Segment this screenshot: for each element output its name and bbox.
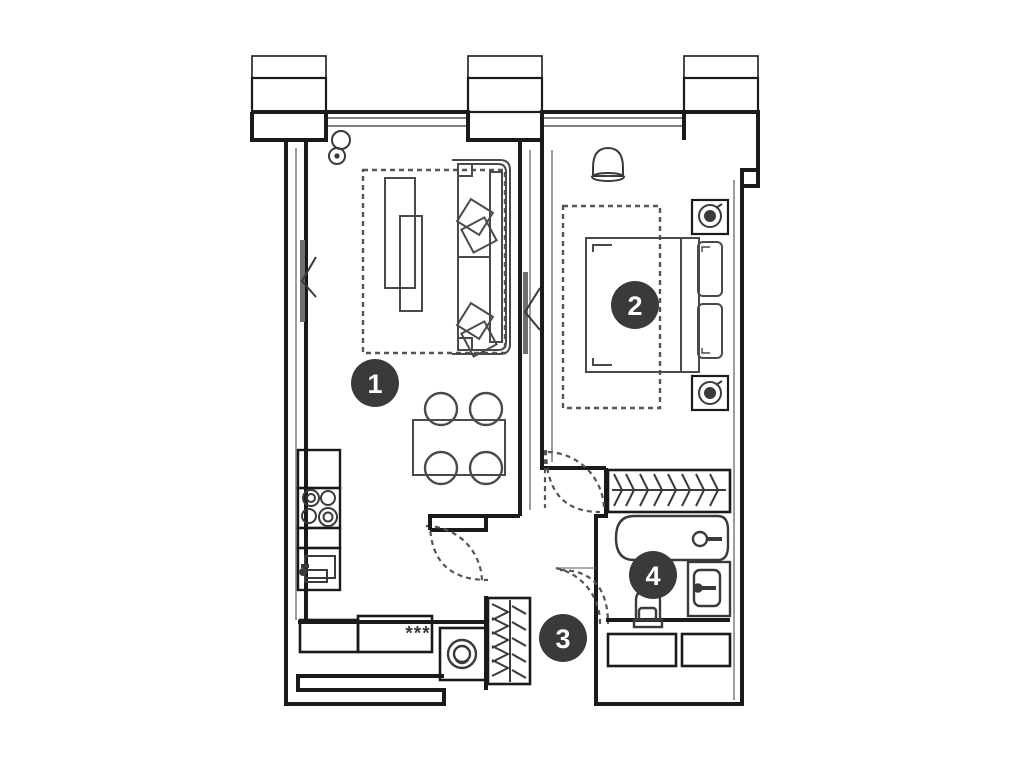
bedroom-zone-dashed-outline (561, 204, 662, 410)
dining-table (412, 419, 506, 476)
door-arc-living (428, 521, 489, 582)
bathroom-storage (606, 632, 732, 668)
dining-chair-1 (423, 391, 459, 427)
outer-walls (250, 110, 760, 706)
kitchen-units (296, 448, 342, 592)
coat-hooks-label: *** (405, 624, 430, 645)
sofa-cushion-bottom (455, 301, 498, 358)
door-swing-arcs (428, 449, 610, 692)
wardrobe-bathroom (606, 468, 732, 514)
washing-machine (438, 626, 488, 682)
bed-pillows (697, 241, 723, 359)
wardrobe-hallway (486, 596, 532, 686)
ceiling-lamp-icons (328, 130, 351, 165)
pillow-right (697, 303, 723, 359)
window-divider-wall[interactable] (523, 272, 541, 354)
room-markers: 1 2 3 4 (351, 281, 677, 662)
room-marker-2-label: 2 (627, 291, 642, 321)
dining-chairs (423, 391, 504, 486)
door-arc-hall-top (544, 449, 601, 514)
lamp-top-icon (698, 203, 723, 228)
bathroom-storage-left (606, 632, 678, 668)
window-left-wall[interactable] (300, 240, 317, 322)
wall-returns (428, 170, 760, 622)
kitchen-sink-panel (296, 546, 342, 592)
lamp-bottom-icon (698, 380, 723, 405)
dining-chair-2 (468, 391, 504, 427)
room-marker-1-label: 1 (367, 369, 382, 399)
room-marker-2[interactable]: 2 (611, 281, 659, 329)
nightstand-top (690, 198, 730, 236)
room-marker-4-label: 4 (645, 561, 660, 591)
sofa-cushion-top (455, 197, 498, 254)
coat-hook-panel (356, 614, 434, 654)
bathroom-storage-right (680, 632, 732, 668)
living-zone-dashed-outline (361, 168, 507, 355)
cooktop-4-burner (301, 489, 338, 527)
wall-inner-lines (295, 148, 735, 700)
room-marker-1[interactable]: 1 (351, 359, 399, 407)
nightstand-bottom (690, 374, 730, 412)
top-window-band (328, 117, 682, 127)
door-arc-bath (559, 568, 610, 625)
pillow-left (697, 241, 723, 297)
bedroom-pendant-lamp-icon (591, 146, 625, 182)
room-marker-3-label: 3 (555, 624, 570, 654)
tv-media-unit (384, 177, 423, 312)
dining-chair-3 (423, 450, 459, 486)
dining-chair-4 (468, 450, 504, 486)
room-marker-3[interactable]: 3 (539, 614, 587, 662)
room-marker-4[interactable]: 4 (629, 551, 677, 599)
kitchen-sink (299, 555, 336, 583)
door-swing-arcs-detail (425, 450, 606, 625)
bathtub (614, 514, 730, 562)
washbasin (686, 560, 732, 618)
